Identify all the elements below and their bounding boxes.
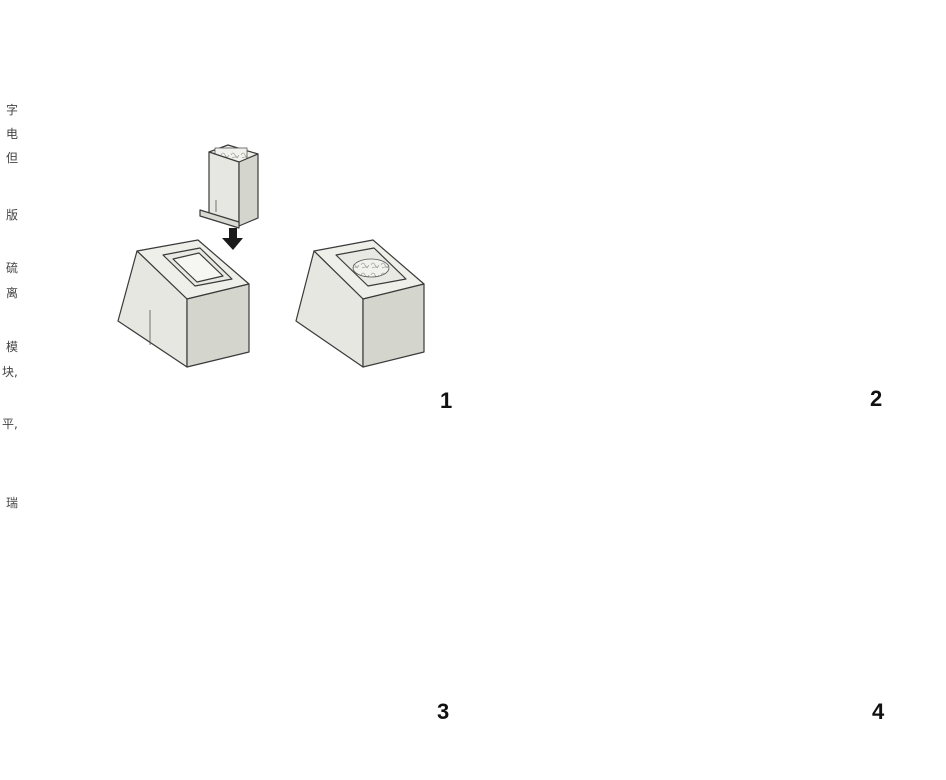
panel-number-4: 4 <box>872 701 884 723</box>
panel-number-2: 2 <box>870 388 882 410</box>
open-pot-box <box>118 240 249 367</box>
insert-cylinder <box>200 145 258 228</box>
panel-number-1: 1 <box>440 390 452 412</box>
arrow-down-icon <box>222 228 243 250</box>
filled-pot-box <box>296 240 424 367</box>
panel-number-3: 3 <box>437 701 449 723</box>
panel-1-illustration <box>118 145 424 367</box>
